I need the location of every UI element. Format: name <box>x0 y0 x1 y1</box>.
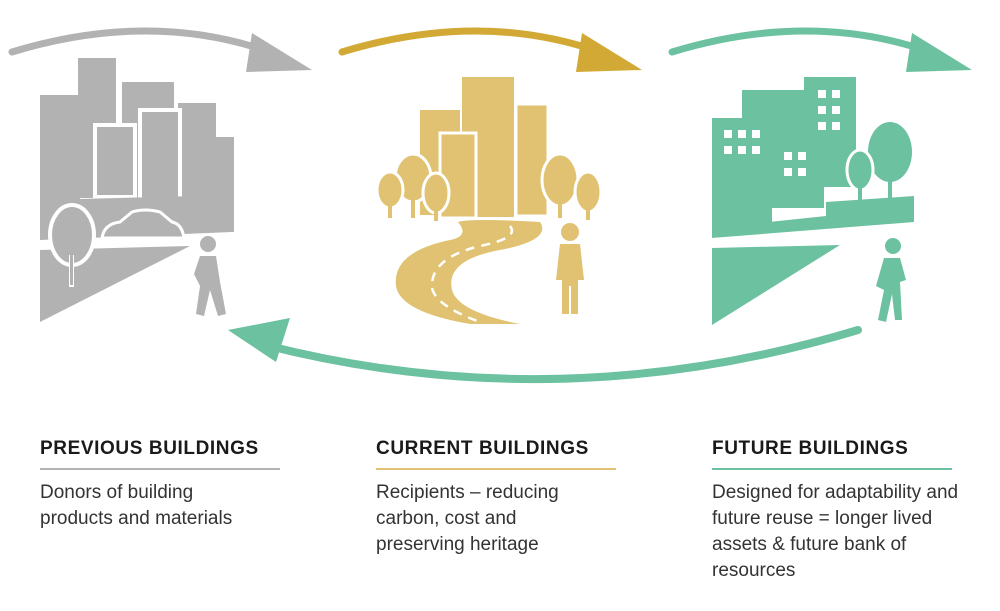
city-with-trees-road-and-person-icon <box>375 77 603 324</box>
city-with-car-and-pedestrian-icon <box>39 58 234 322</box>
arrow-current-to-future-icon <box>338 27 642 72</box>
arrow-previous-to-current-icon <box>8 27 312 72</box>
future-buildings-description: Designed for adaptability and future reu… <box>712 482 959 581</box>
arrow-future-forward-icon <box>668 27 972 72</box>
green-buildings-with-tree-and-pedestrian-icon <box>711 77 915 325</box>
current-buildings-description: Recipients – reducing carbon, cost and p… <box>376 482 559 555</box>
previous-buildings-description: Donors of building products and material… <box>40 482 233 529</box>
previous-buildings-section: PREVIOUS BUILDINGS Donors of building pr… <box>40 438 280 532</box>
current-buildings-title: CURRENT BUILDINGS <box>376 438 616 470</box>
arrow-future-to-previous-icon <box>228 318 862 384</box>
current-buildings-section: CURRENT BUILDINGS Recipients – reducing … <box>376 438 616 558</box>
future-buildings-section: FUTURE BUILDINGS Designed for adaptabili… <box>712 438 958 584</box>
future-buildings-title: FUTURE BUILDINGS <box>712 438 952 470</box>
previous-buildings-title: PREVIOUS BUILDINGS <box>40 438 280 470</box>
